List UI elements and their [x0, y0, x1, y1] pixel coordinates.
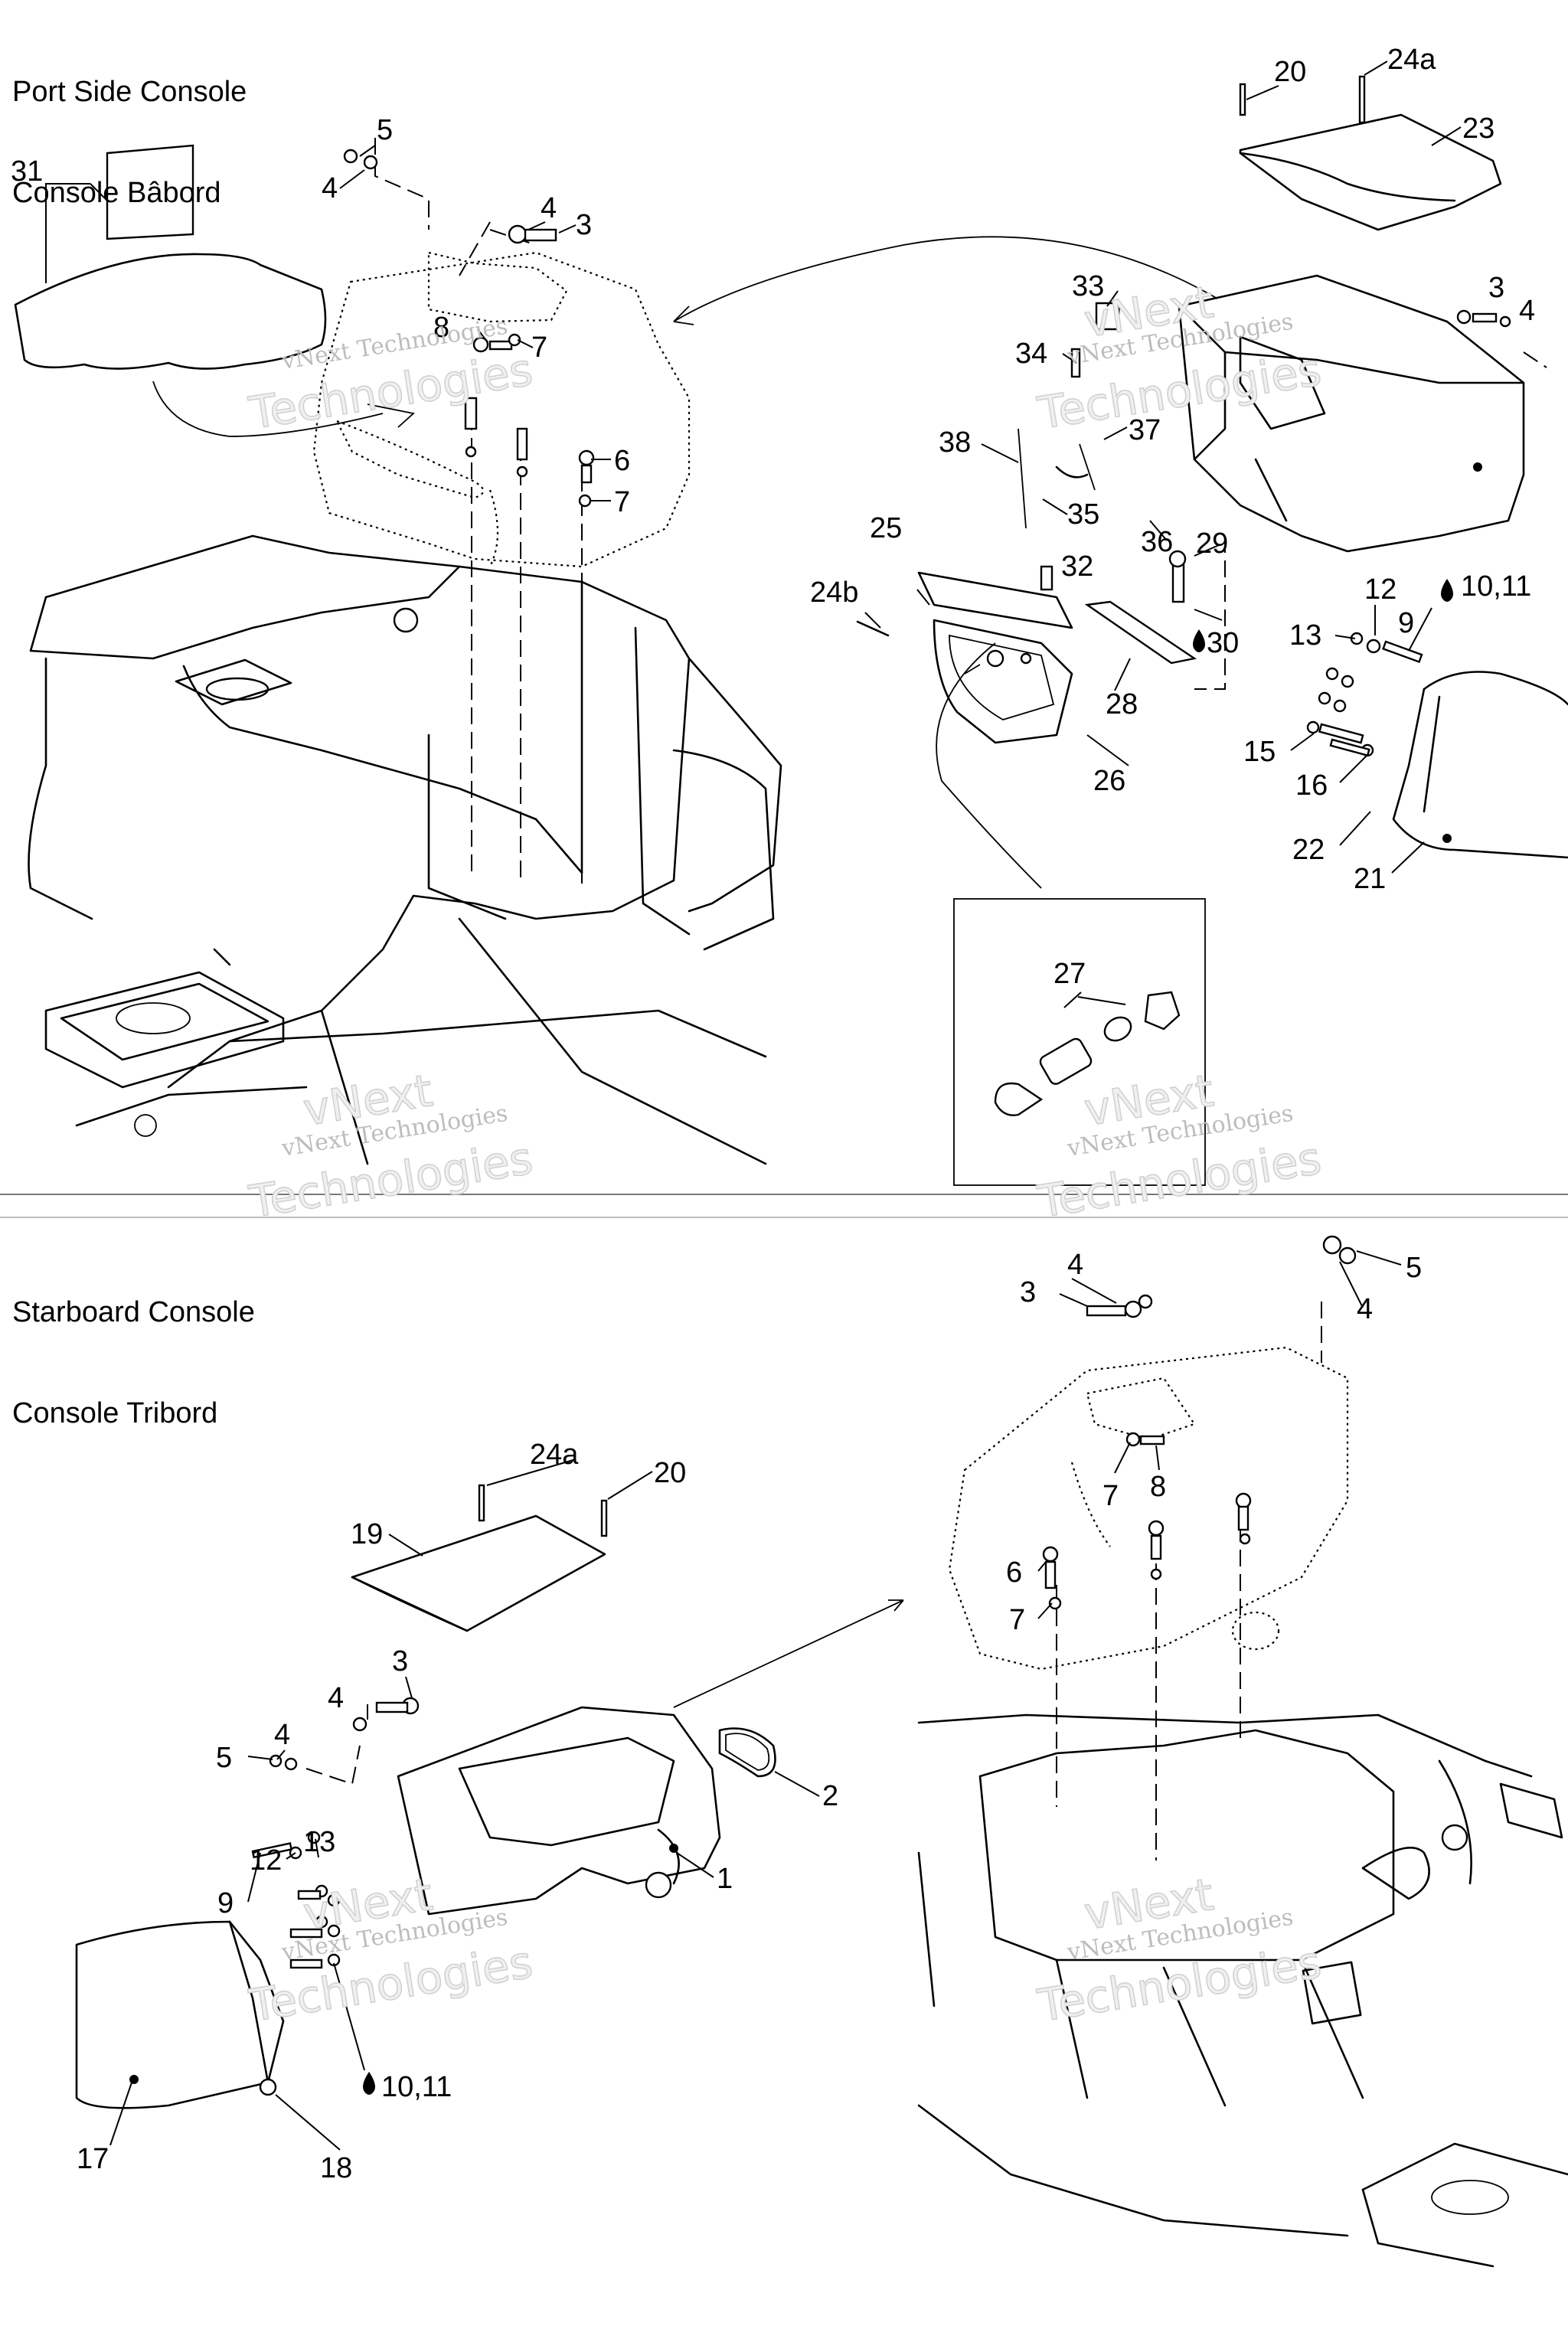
starboard-section-title: Starboard Console Console Tribord [12, 1228, 255, 1464]
callout: 13 [1289, 619, 1321, 652]
callout: 2 [822, 1780, 838, 1812]
callout: 7 [1009, 1604, 1025, 1636]
callout: 27 [1054, 958, 1086, 990]
callout: 10,11 [1461, 570, 1531, 603]
callout: 24a [1387, 44, 1436, 76]
callout: 7 [614, 486, 630, 518]
callout: 7 [531, 332, 547, 364]
callout: 10,11 [381, 2071, 452, 2103]
callout: 5 [1406, 1252, 1422, 1284]
callout: 5 [377, 114, 393, 146]
callout: 24b [810, 577, 858, 609]
callouts-port: 31 5 4 4 3 8 7 6 7 20 24a 23 3 4 33 34 3… [11, 44, 1535, 990]
callout: 20 [1274, 56, 1306, 88]
callout: 4 [1357, 1293, 1373, 1325]
callout: 34 [1015, 338, 1047, 370]
callout: 20 [654, 1457, 686, 1489]
callout: 12 [1364, 573, 1396, 606]
callout: 8 [1150, 1471, 1166, 1503]
callout: 38 [939, 426, 971, 459]
callout: 23 [1462, 113, 1494, 145]
callout: 7 [1102, 1480, 1119, 1512]
callout: 4 [322, 172, 338, 204]
callout: 6 [1006, 1557, 1022, 1589]
callout: 3 [1488, 272, 1504, 304]
callout: 30 [1207, 627, 1239, 659]
callout: 37 [1129, 414, 1161, 446]
callout: 12 [250, 1844, 282, 1877]
callout: 4 [541, 192, 557, 224]
callout: 13 [303, 1826, 335, 1858]
callout: 22 [1292, 834, 1325, 866]
callout: 5 [216, 1742, 232, 1774]
callout: 21 [1354, 863, 1386, 895]
starboard-console-drawing [75, 1235, 1568, 2268]
callout: 33 [1072, 270, 1104, 302]
callout: 31 [11, 155, 43, 188]
callout: 9 [217, 1887, 234, 1919]
callout: 29 [1196, 528, 1228, 560]
port-title-fr: Console Bâbord [12, 177, 221, 209]
starboard-title-fr: Console Tribord [12, 1397, 218, 1429]
callout: 18 [320, 2152, 352, 2184]
callout: 4 [274, 1719, 290, 1751]
callout: 19 [351, 1518, 383, 1550]
callouts-starboard: 4 3 5 4 7 8 6 7 24a 20 19 3 4 4 5 2 1 13… [77, 1249, 1422, 2184]
starboard-title-en: Starboard Console [12, 1296, 255, 1328]
callout: 4 [328, 1682, 344, 1714]
callout: 4 [1067, 1249, 1083, 1281]
callout: 8 [433, 312, 449, 344]
callout: 3 [576, 209, 592, 241]
callout: 16 [1295, 769, 1328, 802]
callout: 32 [1061, 550, 1093, 583]
callout: 9 [1398, 607, 1414, 639]
callout: 35 [1067, 498, 1099, 531]
callout: 15 [1243, 736, 1276, 768]
callout-leaders [109, 60, 1462, 2151]
callout: 3 [392, 1645, 408, 1677]
callout: 4 [1519, 295, 1535, 327]
port-section-title: Port Side Console Console Bâbord [12, 8, 247, 243]
callout: 36 [1141, 526, 1173, 558]
callout: 1 [717, 1863, 733, 1895]
port-console-drawing [14, 75, 1568, 1186]
callout: 25 [870, 512, 902, 544]
callout: 3 [1020, 1276, 1036, 1308]
callout: 26 [1093, 765, 1125, 797]
callout: 6 [614, 445, 630, 477]
port-title-en: Port Side Console [12, 76, 247, 108]
callout: 17 [77, 2143, 109, 2175]
callout: 28 [1106, 688, 1138, 720]
